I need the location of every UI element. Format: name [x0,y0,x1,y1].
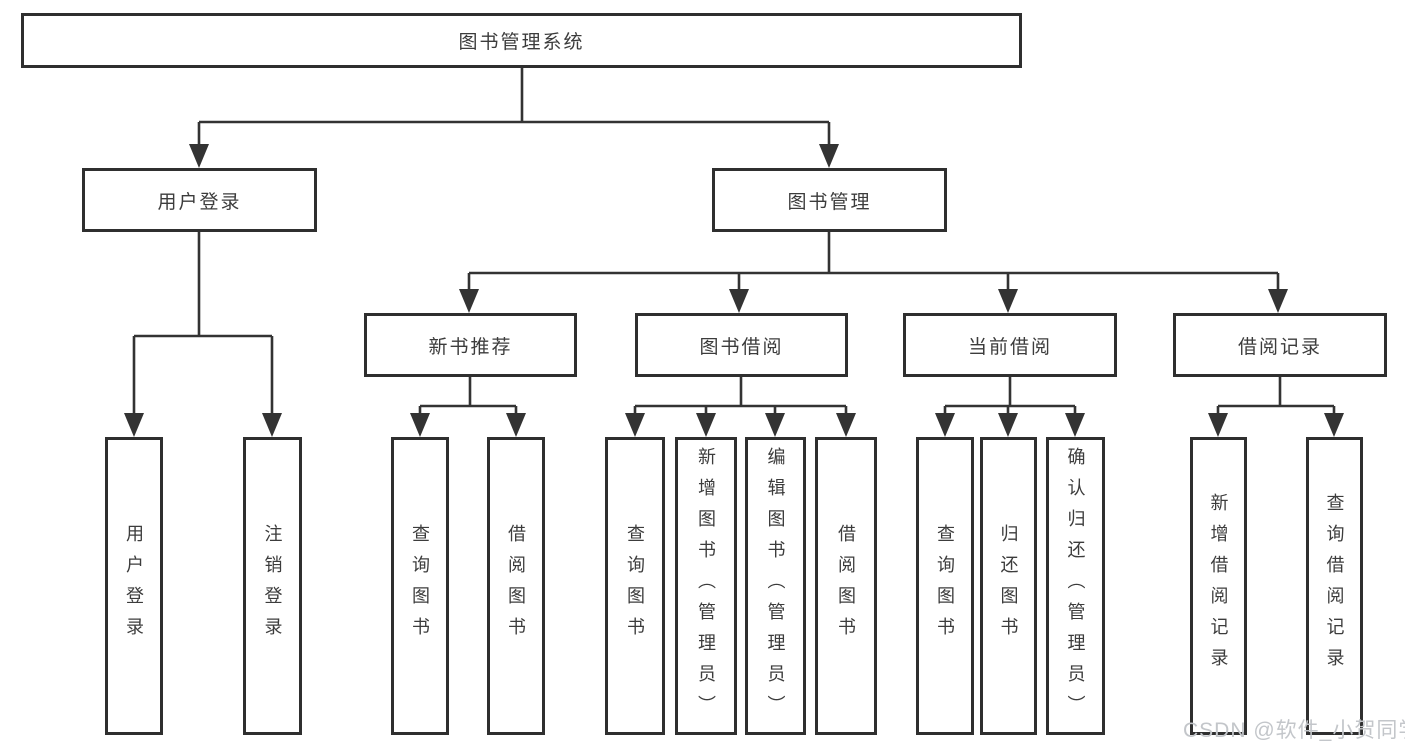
node-book-borrow: 图书借阅 [635,313,848,377]
node-current-borrow-label: 当前借阅 [967,336,1052,358]
leaf-confirm-return-admin-label: 确认归还（管理员） [1065,446,1086,726]
arrowhead-down-icon [410,413,430,437]
arrowhead-down-icon [819,144,839,168]
arrowhead-down-icon [506,413,526,437]
arrowhead-down-icon [625,413,645,437]
leaf-query-books-current: 查询图书 [916,437,974,735]
leaf-borrow-books-borrow-label: 借阅图书 [836,524,856,648]
leaf-edit-book-admin: 编辑图书（管理员） [745,437,806,735]
leaf-logout-label: 注销登录 [262,524,283,648]
connector-new-book-recommend [410,377,526,437]
connector-book-management [459,232,1288,313]
arrowhead-down-icon [935,413,955,437]
leaf-return-books: 归还图书 [980,437,1037,735]
arrowhead-down-icon [998,289,1018,313]
connector-line [943,377,1077,416]
node-new-book-recommend-label: 新书推荐 [428,336,513,358]
arrowhead-down-icon [189,144,209,168]
leaf-add-borrow-record-label: 新增借阅记录 [1208,493,1229,679]
leaf-confirm-return-admin: 确认归还（管理员） [1046,437,1105,735]
arrowhead-down-icon [1065,413,1085,437]
leaf-query-books-current-label: 查询图书 [935,524,955,648]
node-root: 图书管理系统 [21,13,1022,68]
connector-current-borrow [935,377,1085,437]
node-user-login: 用户登录 [82,168,317,232]
connector-line [633,377,848,416]
arrowhead-down-icon [1268,289,1288,313]
leaf-query-borrow-record-label: 查询借阅记录 [1324,493,1345,679]
connector-line [197,68,831,147]
node-user-login-label: 用户登录 [157,191,242,213]
leaf-logout: 注销登录 [243,437,302,735]
connector-root [189,68,839,168]
arrowhead-down-icon [765,413,785,437]
connector-line [418,377,518,416]
leaf-borrow-books-recommend: 借阅图书 [487,437,545,735]
watermark: CSDN @软件_小贺同学 [1183,719,1405,742]
connector-line [467,232,1280,292]
leaf-user-login: 用户登录 [105,437,163,735]
leaf-return-books-label: 归还图书 [998,524,1019,648]
arrowhead-down-icon [1208,413,1228,437]
arrowhead-down-icon [998,413,1018,437]
leaf-user-login-label: 用户登录 [124,524,144,648]
node-borrow-records: 借阅记录 [1173,313,1387,377]
leaf-query-borrow-record: 查询借阅记录 [1306,437,1363,735]
leaf-add-book-admin: 新增图书（管理员） [675,437,737,735]
leaf-add-borrow-record: 新增借阅记录 [1190,437,1247,735]
leaf-borrow-books-recommend-label: 借阅图书 [506,524,526,648]
node-current-borrow: 当前借阅 [903,313,1117,377]
connector-line [132,232,274,416]
arrowhead-down-icon [459,289,479,313]
arrowhead-down-icon [1324,413,1344,437]
arrowhead-down-icon [836,413,856,437]
leaf-query-books-borrow: 查询图书 [605,437,665,735]
connector-borrow-records [1208,377,1344,437]
node-book-management-label: 图书管理 [787,191,872,213]
leaf-query-books-recommend: 查询图书 [391,437,449,735]
leaf-query-books-borrow-label: 查询图书 [625,524,645,648]
leaf-borrow-books-borrow: 借阅图书 [815,437,877,735]
node-root-label: 图书管理系统 [458,32,585,53]
node-new-book-recommend: 新书推荐 [364,313,577,377]
connector-user-login [124,232,282,437]
node-borrow-records-label: 借阅记录 [1237,336,1322,358]
arrowhead-down-icon [124,413,144,437]
leaf-edit-book-admin-label: 编辑图书（管理员） [765,446,786,726]
node-book-borrow-label: 图书借阅 [699,336,784,358]
arrowhead-down-icon [696,413,716,437]
node-book-management: 图书管理 [712,168,947,232]
connector-book-borrow [625,377,856,437]
connector-line [1216,377,1336,416]
leaf-query-books-recommend-label: 查询图书 [410,524,430,648]
arrowhead-down-icon [729,289,749,313]
arrowhead-down-icon [262,413,282,437]
leaf-add-book-admin-label: 新增图书（管理员） [696,446,716,726]
